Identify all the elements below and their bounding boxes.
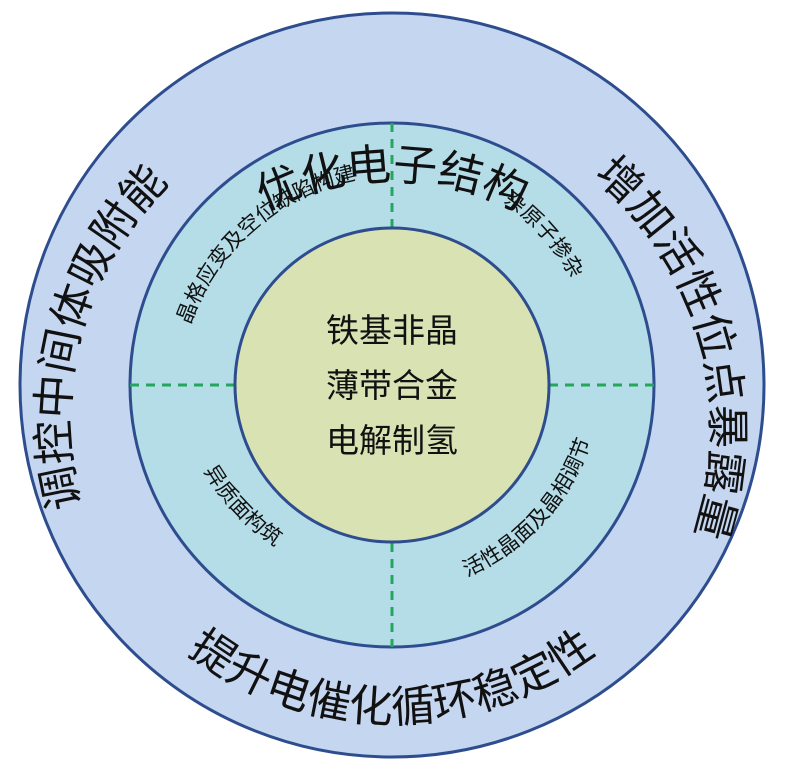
center-title-line-1: 铁基非晶 <box>326 311 458 350</box>
center-title-line-2: 薄带合金 <box>326 366 458 405</box>
center-title-line-3: 电解制氢 <box>326 421 458 460</box>
center-circle <box>233 226 551 544</box>
quadrant-dividers <box>130 123 654 647</box>
